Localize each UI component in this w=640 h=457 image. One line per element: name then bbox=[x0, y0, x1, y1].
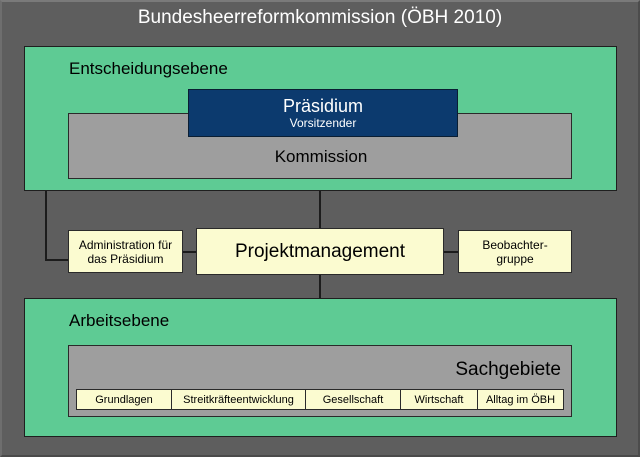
unit-wirtschaft-label: Wirtschaft bbox=[414, 393, 464, 406]
level-work-label: Arbeitsebene bbox=[69, 311, 170, 330]
sachgebiete-unit-row: Grundlagen Streitkräfteentwicklung Gesel… bbox=[76, 389, 564, 410]
unit-wirtschaft: Wirtschaft bbox=[400, 389, 477, 410]
box-praesidium-sublabel: Vorsitzender bbox=[289, 116, 357, 130]
box-administration-line2: das Präsidium bbox=[87, 251, 164, 266]
box-administration: Administration für das Präsidium bbox=[68, 230, 183, 273]
unit-alltag-im-oebh: Alltag im ÖBH bbox=[477, 389, 564, 410]
box-beobachtergruppe: Beobachter- gruppe bbox=[458, 230, 572, 273]
box-administration-line1: Administration für bbox=[78, 237, 173, 252]
box-beobachtergruppe-line2: gruppe bbox=[496, 251, 534, 266]
box-projektmanagement-label: Projektmanagement bbox=[234, 240, 406, 262]
page-title: Bundesheerreformkommission (ÖBH 2010) bbox=[137, 7, 503, 28]
unit-gesellschaft-label: Gesellschaft bbox=[322, 393, 384, 406]
box-beobachtergruppe-line1: Beobachter- bbox=[482, 237, 548, 252]
unit-grundlagen-label: Grundlagen bbox=[95, 393, 153, 406]
box-praesidium: Präsidium Vorsitzender bbox=[188, 89, 458, 137]
unit-grundlagen: Grundlagen bbox=[76, 389, 171, 410]
unit-gesellschaft: Gesellschaft bbox=[305, 389, 400, 410]
box-kommission-label: Kommission bbox=[274, 147, 368, 166]
connector-presidium-to-admin-bottom bbox=[45, 259, 70, 261]
unit-streitkraefteentwicklung: Streitkräfteentwicklung bbox=[171, 389, 305, 410]
unit-streitkraefteentwicklung-label: Streitkräfteentwicklung bbox=[183, 393, 294, 406]
box-praesidium-label: Präsidium bbox=[282, 96, 364, 116]
box-projektmanagement: Projektmanagement bbox=[196, 228, 444, 275]
box-sachgebiete-label: Sachgebiete bbox=[455, 359, 561, 380]
connector-admin-to-projectmanagement bbox=[182, 251, 197, 253]
unit-alltag-im-oebh-label: Alltag im ÖBH bbox=[485, 393, 556, 406]
connector-commission-to-projectmanagement bbox=[319, 160, 321, 238]
connector-projectmanagement-to-observer bbox=[443, 251, 459, 253]
level-decision-label: Entscheidungsebene bbox=[69, 59, 228, 78]
